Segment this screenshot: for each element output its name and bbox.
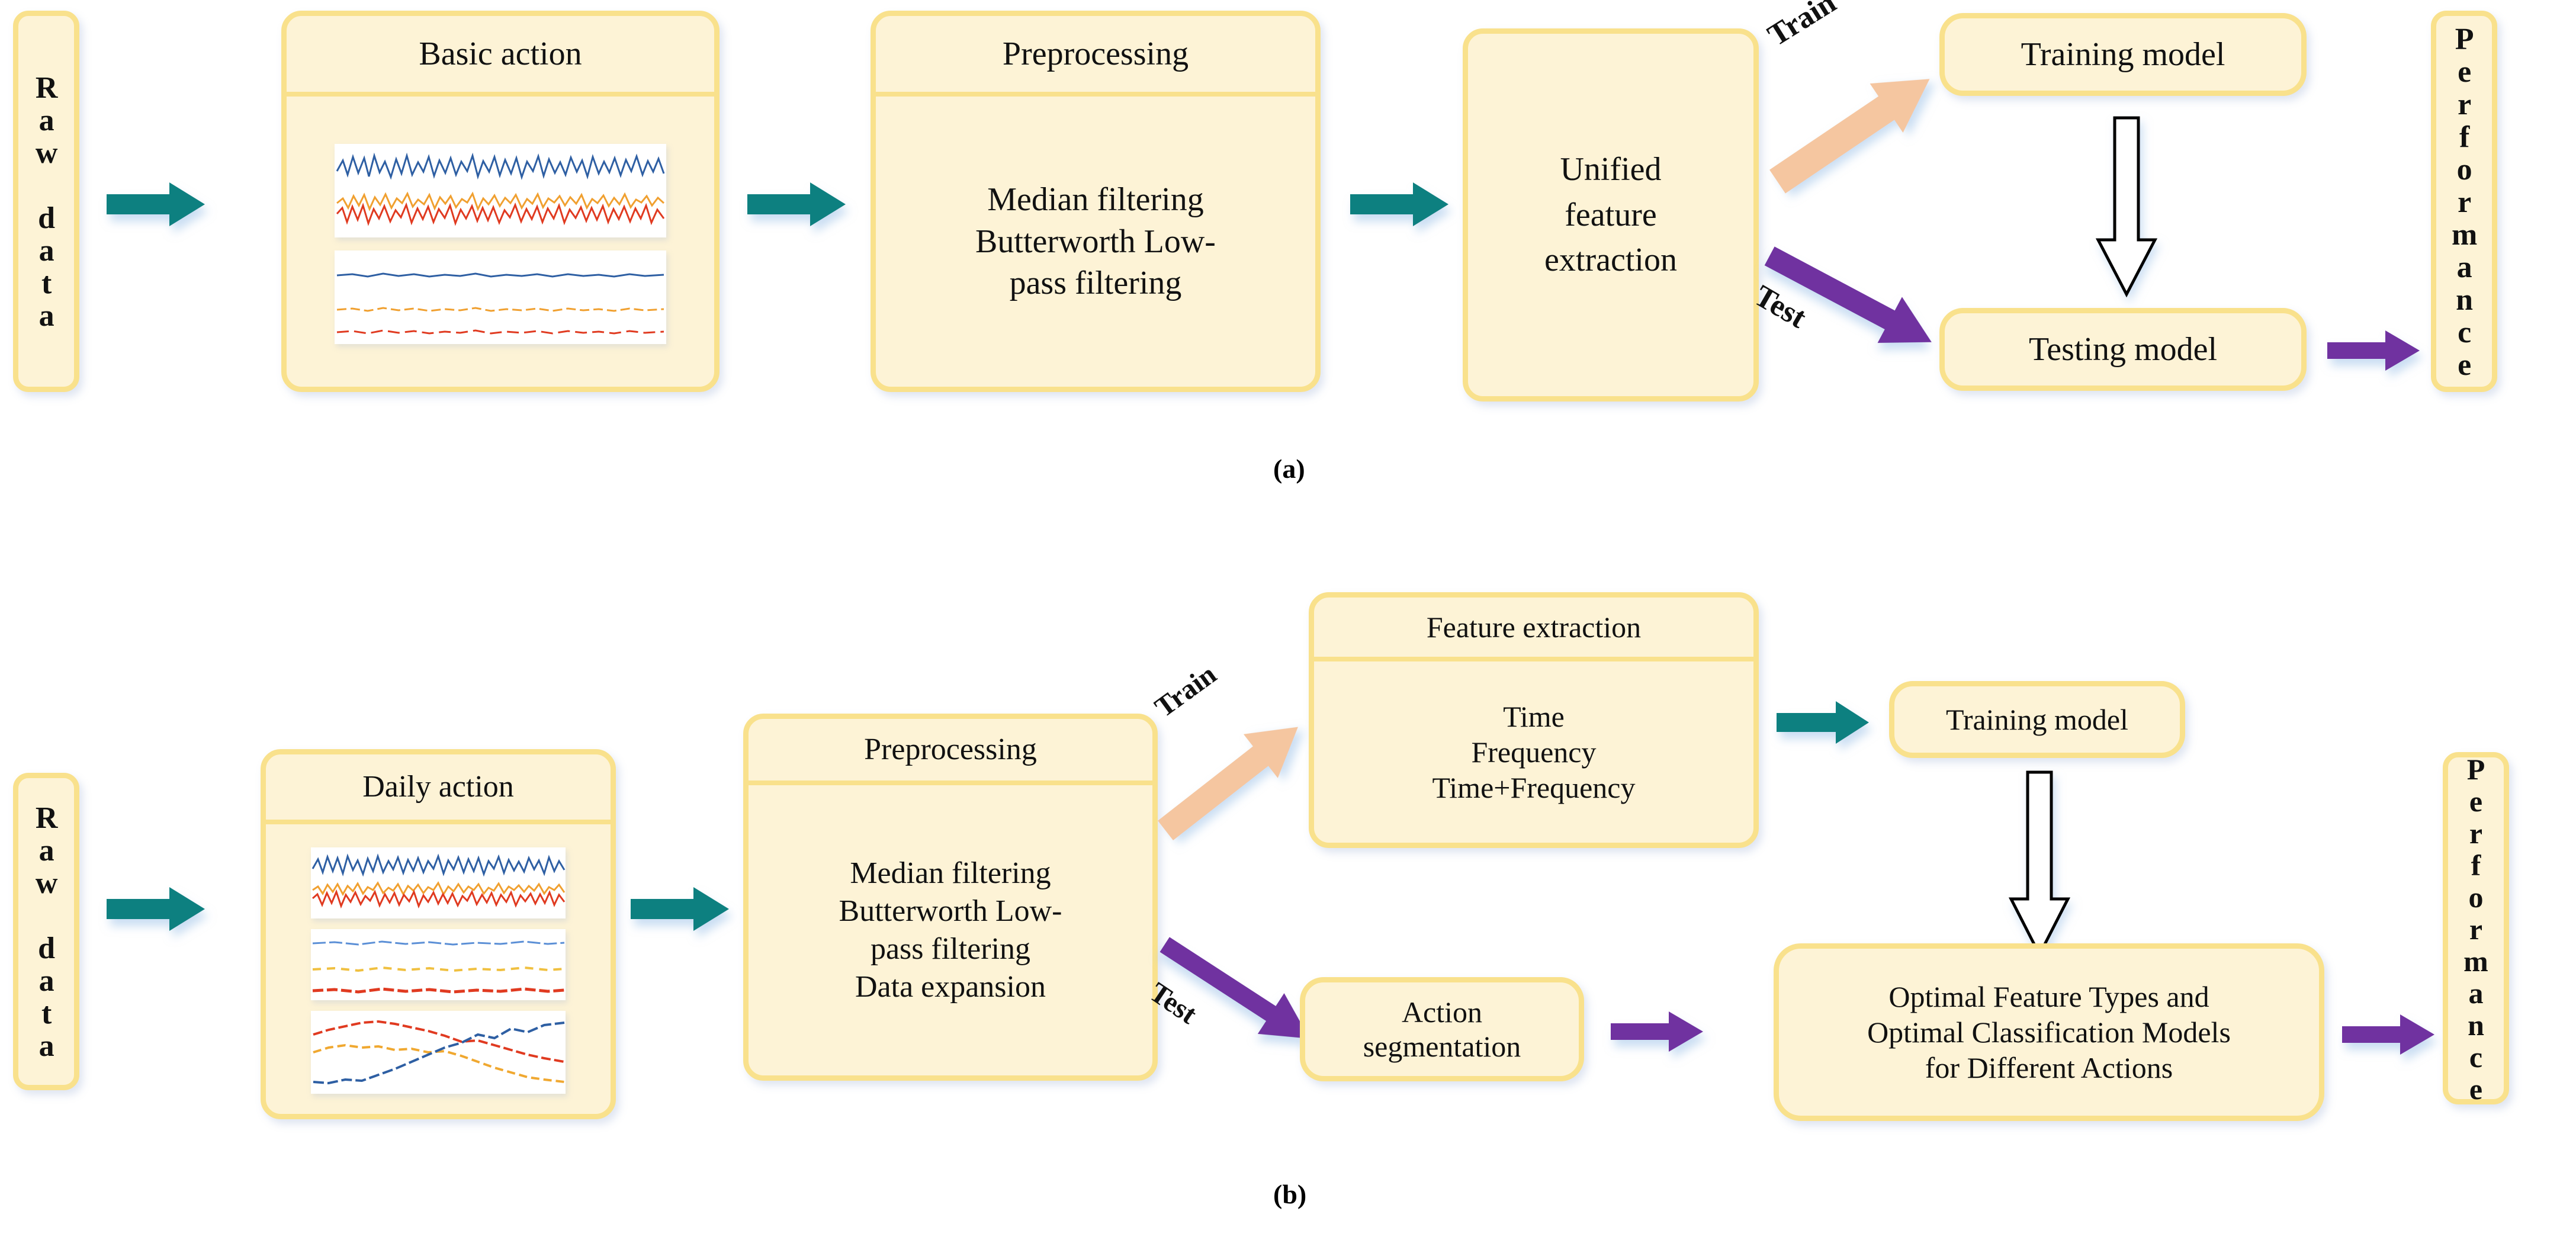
panel-a-performance-label: Performance xyxy=(2447,22,2482,381)
panel-b-preprocessing-line-3: pass filtering xyxy=(870,932,1031,966)
panel-a-preprocessing-body: Median filtering Butterworth Low- pass f… xyxy=(876,97,1315,387)
panel-a-testing-model-box: Testing model xyxy=(1939,308,2307,391)
panel-b-optimal-models-body: Optimal Feature Types and Optimal Classi… xyxy=(1779,949,2319,1116)
panel-a-arrow-basic-to-preprocessing xyxy=(747,178,848,231)
panel-a-performance-box: Performance xyxy=(2431,11,2497,392)
panel-a-arrow-preprocessing-to-feature xyxy=(1350,178,1451,231)
panel-a-testing-model-label: Testing model xyxy=(2028,330,2218,368)
panel-a-arrow-raw-to-basic xyxy=(107,178,207,231)
panel-a-preprocessing-line-3: pass filtering xyxy=(1009,265,1182,302)
panel-a-preprocessing-title: Preprocessing xyxy=(1002,35,1189,72)
panel-b-action-segmentation-box: Action segmentation xyxy=(1300,977,1584,1081)
panel-b-preprocessing-body: Median filtering Butterworth Low- pass f… xyxy=(749,785,1152,1075)
panel-b-daily-action-header: Daily action xyxy=(266,754,611,824)
panel-b-training-model-box: Training model xyxy=(1889,681,2185,758)
panel-b-feature-extraction-body: Time Frequency Time+Frequency xyxy=(1314,661,1753,843)
panel-a-preprocessing-header: Preprocessing xyxy=(876,16,1315,97)
panel-a-basic-action-header: Basic action xyxy=(287,16,714,97)
panel-a-arrow-test xyxy=(1753,234,1948,364)
panel-a-ufe-line-3: extraction xyxy=(1544,242,1677,279)
panel-b-as-line-1: Action xyxy=(1401,995,1483,1029)
panel-a-arrow-testing-to-performance xyxy=(2327,326,2422,376)
panel-a-basic-action-thumbnails xyxy=(287,97,714,387)
panel-b-preprocessing-line-1: Median filtering xyxy=(850,856,1051,890)
panel-a-training-model-label: Training model xyxy=(2021,36,2225,73)
panel-b-arrow-training-to-optimal-hollow xyxy=(1996,770,2084,959)
panel-a-ufe-line-2: feature xyxy=(1565,196,1657,233)
panel-b-training-model-label: Training model xyxy=(1946,703,2128,736)
panel-b-preprocessing-header: Preprocessing xyxy=(749,719,1152,785)
panel-b-om-line-3: for Different Actions xyxy=(1925,1051,2173,1084)
panel-label-b: (b) xyxy=(1273,1178,1306,1210)
panel-b-arrow-daily-to-preprocessing xyxy=(631,882,731,936)
panel-a-raw-data-label: Raw data xyxy=(30,71,64,332)
signal-plot-noisy xyxy=(311,847,566,918)
panel-a-unified-feature-extraction-body: Unified feature extraction xyxy=(1468,34,1753,396)
panel-b-feature-extraction-box: Feature extraction Time Frequency Time+F… xyxy=(1309,592,1759,848)
panel-a-ufe-line-1: Unified xyxy=(1560,150,1662,188)
panel-b-arrow-segmentation-to-optimal xyxy=(1611,1007,1705,1057)
signal-plot-noisy xyxy=(335,144,666,237)
panel-b-daily-action-title: Daily action xyxy=(362,769,514,804)
panel-b-fe-line-1: Time xyxy=(1503,700,1565,733)
panel-a-train-label: Train xyxy=(1762,0,1842,53)
signal-plot-flat xyxy=(311,929,566,1000)
panel-b-optimal-models-box: Optimal Feature Types and Optimal Classi… xyxy=(1774,943,2324,1121)
panel-b-om-line-1: Optimal Feature Types and xyxy=(1888,980,2209,1013)
panel-b-fe-line-3: Time+Frequency xyxy=(1432,771,1636,804)
panel-b-daily-action-box: Daily action xyxy=(261,749,616,1119)
panel-b-daily-action-thumbnails xyxy=(266,824,611,1114)
panel-b-performance-box: Performance xyxy=(2443,752,2509,1104)
panel-label-b-text: (b) xyxy=(1273,1179,1307,1209)
panel-b-performance-label: Performance xyxy=(2459,752,2493,1104)
panel-b-preprocessing-line-2: Butterworth Low- xyxy=(839,894,1062,928)
panel-b-feature-extraction-header: Feature extraction xyxy=(1314,598,1753,661)
panel-b-raw-data-box: Raw data xyxy=(13,773,79,1090)
panel-a-raw-data-box: Raw data xyxy=(13,11,79,392)
signal-plot-flat xyxy=(335,250,666,344)
panel-b-preprocessing-title: Preprocessing xyxy=(864,732,1037,766)
panel-b-fe-line-2: Frequency xyxy=(1471,735,1597,769)
panel-b-train-label: Train xyxy=(1149,658,1222,724)
panel-b-arrow-raw-to-daily xyxy=(107,882,207,936)
panel-b-feature-extraction-title: Feature extraction xyxy=(1426,611,1642,644)
panel-b-raw-data-label: Raw data xyxy=(30,801,64,1062)
panel-a-preprocessing-line-2: Butterworth Low- xyxy=(975,223,1216,260)
panel-a-training-model-box: Training model xyxy=(1939,13,2307,96)
panel-a-unified-feature-extraction-box: Unified feature extraction xyxy=(1463,28,1759,402)
panel-b-arrow-test xyxy=(1146,930,1329,1054)
panel-b-action-segmentation-body: Action segmentation xyxy=(1305,982,1579,1076)
signal-plot-trend xyxy=(311,1010,566,1094)
panel-a-arrow-train-to-test-hollow xyxy=(2082,115,2170,299)
panel-a-arrow-train xyxy=(1756,65,1951,195)
panel-b-arrow-optimal-to-performance xyxy=(2342,1010,2437,1060)
panel-b-preprocessing-box: Preprocessing Median filtering Butterwor… xyxy=(743,714,1158,1081)
panel-a-basic-action-title: Basic action xyxy=(419,35,582,72)
panel-b-om-line-2: Optimal Classification Models xyxy=(1867,1016,2231,1049)
panel-b-as-line-2: segmentation xyxy=(1363,1030,1521,1063)
panel-a-preprocessing-line-1: Median filtering xyxy=(987,181,1204,218)
panel-label-a: (a) xyxy=(1273,453,1305,484)
panel-a-preprocessing-box: Preprocessing Median filtering Butterwor… xyxy=(871,11,1321,392)
panel-b-arrow-train xyxy=(1143,717,1321,841)
panel-label-a-text: (a) xyxy=(1273,454,1305,484)
panel-b-preprocessing-line-4: Data expansion xyxy=(855,970,1046,1004)
panel-a-basic-action-box: Basic action xyxy=(281,11,720,392)
panel-b-arrow-feature-to-training xyxy=(1777,698,1871,748)
